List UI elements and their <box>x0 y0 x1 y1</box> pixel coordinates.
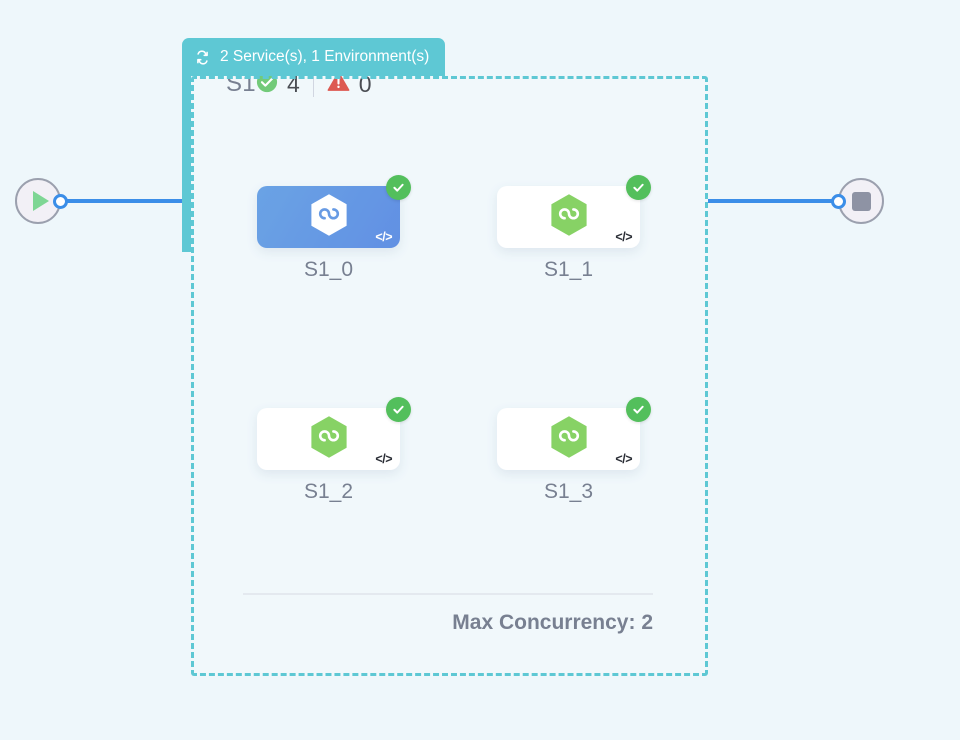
service-node-s1-0[interactable]: </> S1_0 <box>257 175 411 281</box>
check-circle-icon <box>626 175 651 200</box>
node-card-body[interactable] <box>497 408 640 470</box>
node-card-body[interactable] <box>257 408 400 470</box>
service-node-s1-2[interactable]: </> S1_2 <box>257 397 411 503</box>
group-body <box>191 76 708 676</box>
service-node-s1-1[interactable]: </> S1_1 <box>497 175 651 281</box>
start-node-source-handle[interactable] <box>53 194 68 209</box>
code-icon[interactable]: </> <box>615 452 632 466</box>
group-header-label: 2 Service(s), 1 Environment(s) <box>220 48 430 65</box>
service-node-s1-3[interactable]: </> S1_3 <box>497 397 651 503</box>
footer-divider <box>243 593 653 595</box>
node-label: S1_0 <box>303 258 354 281</box>
hexagon-infinity-icon <box>547 414 591 465</box>
check-circle-icon <box>386 175 411 200</box>
group-header[interactable]: 2 Service(s), 1 Environment(s) <box>182 38 445 76</box>
node-label: S1_2 <box>303 480 354 503</box>
group-left-accent-bar <box>182 74 191 252</box>
check-circle-icon <box>626 397 651 422</box>
max-concurrency-label: Max Concurrency: 2 <box>452 611 653 634</box>
node-card-body[interactable] <box>257 186 400 248</box>
warning-triangle-icon <box>327 70 350 98</box>
hexagon-infinity-icon <box>307 414 351 465</box>
node-label: S1_3 <box>543 480 594 503</box>
hexagon-infinity-icon <box>547 192 591 243</box>
count-divider <box>312 71 314 97</box>
stop-icon <box>851 191 871 211</box>
node-label: S1_1 <box>543 258 594 281</box>
code-icon[interactable]: </> <box>375 452 392 466</box>
code-icon[interactable]: </> <box>615 230 632 244</box>
hexagon-infinity-icon <box>307 192 351 243</box>
play-icon <box>32 191 49 211</box>
node-card-body[interactable] <box>497 186 640 248</box>
end-node-target-handle[interactable] <box>831 194 846 209</box>
code-icon[interactable]: </> <box>375 230 392 244</box>
check-circle-icon <box>386 397 411 422</box>
loop-icon <box>193 48 212 67</box>
